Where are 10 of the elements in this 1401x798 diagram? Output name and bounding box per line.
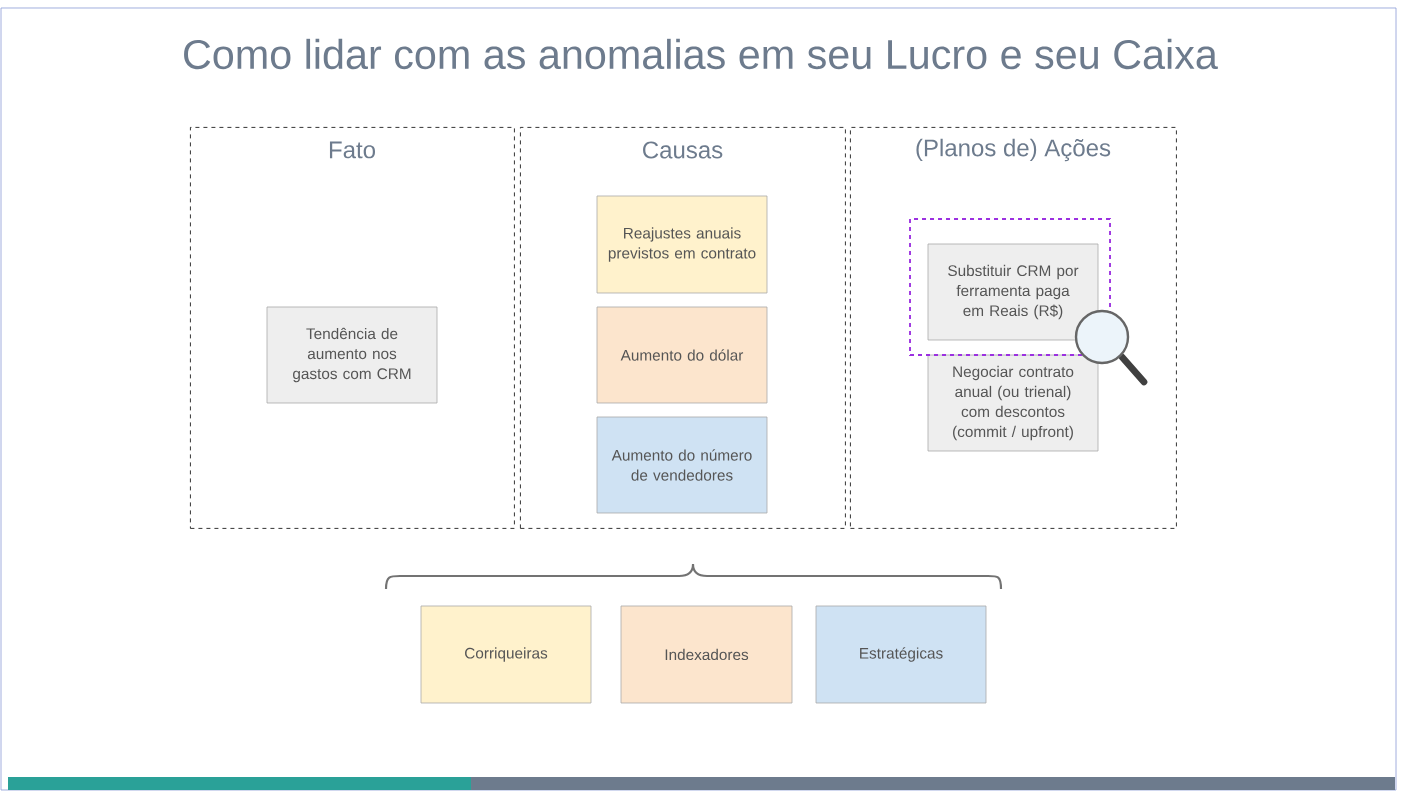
note-box: Negociar contrato anual (ou trienal) com descontos (commit / upfront) (927, 354, 1099, 452)
note-box: Aumento do dólar (596, 306, 768, 404)
note-box: Substituir CRM por ferramenta paga em Reais (R$) (927, 243, 1099, 341)
note-box: Indexadores (620, 605, 793, 704)
note-box: Reajustes anuais previstos em contrato (596, 195, 768, 294)
note-box: Estratégicas (815, 605, 987, 704)
title: Como lidar com as anomalias em seu Lucro e seu Caixa (184, 38, 1218, 70)
note-box: Tendência de aumento nos gastos com CRM (266, 306, 438, 404)
note-box: Aumento do número de vendedores (596, 416, 768, 514)
note-box: Corriqueiras (420, 605, 592, 704)
